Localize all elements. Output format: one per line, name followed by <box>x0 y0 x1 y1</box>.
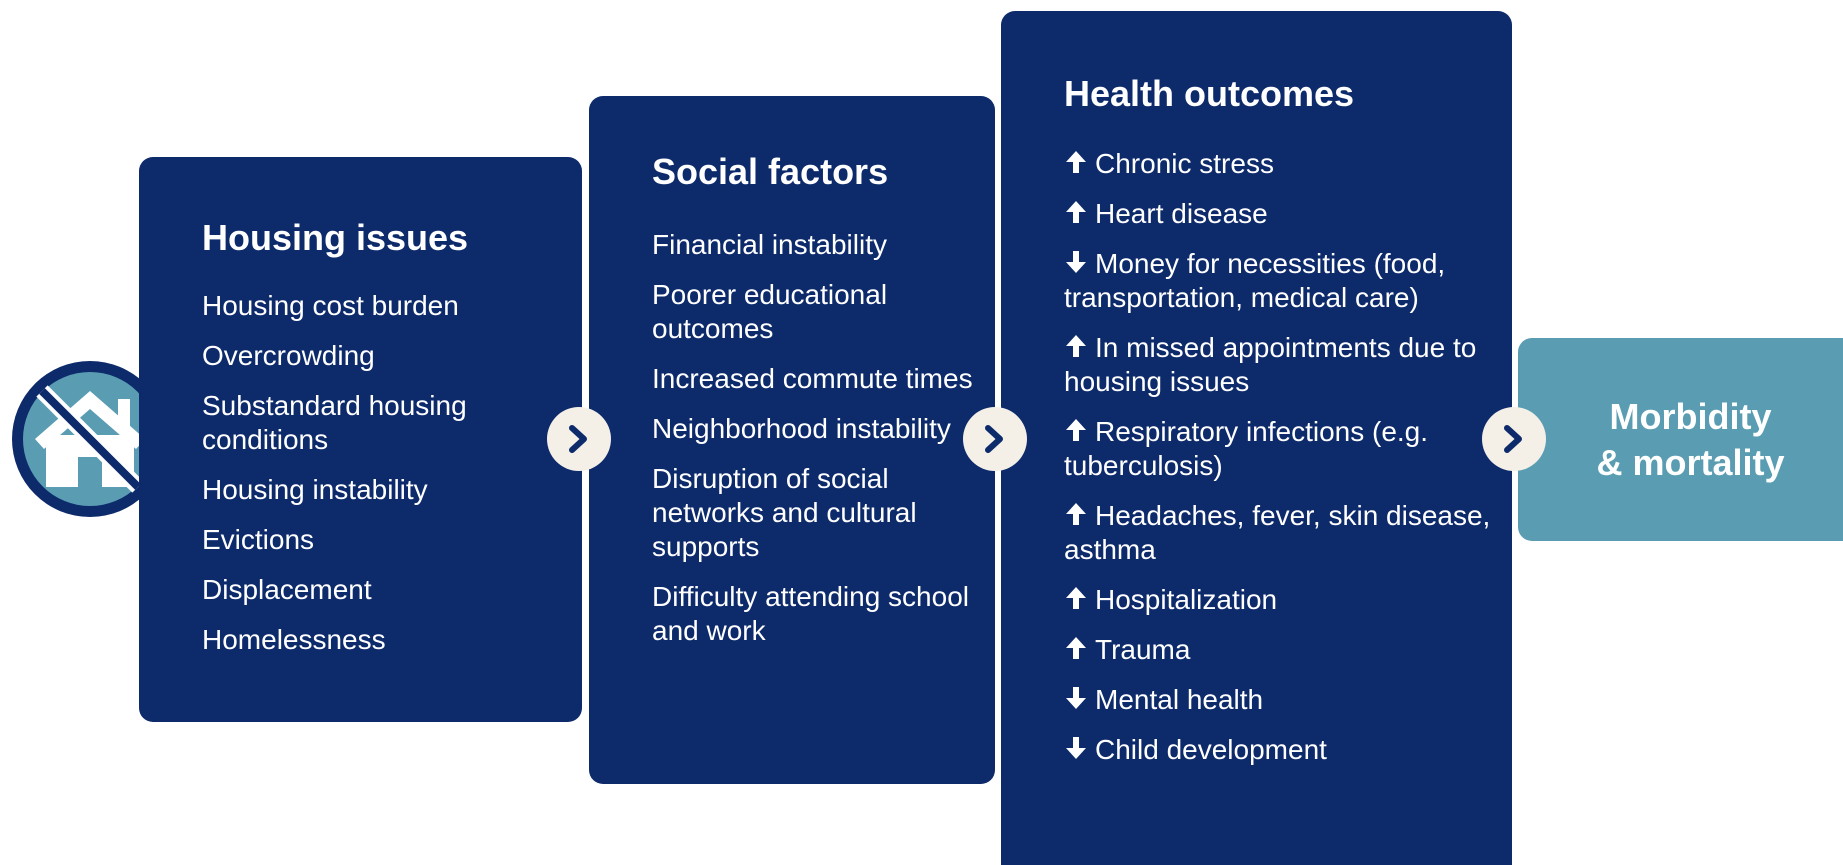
health-outcome-text: Trauma <box>1095 634 1191 665</box>
health-outcome-item: In missed appointments due to housing is… <box>1064 331 1512 399</box>
arrow-down-icon <box>1064 735 1090 761</box>
morbidity-mortality-box: Morbidity & mortality <box>1518 338 1843 541</box>
health-outcome-text: Money for necessities (food, transportat… <box>1064 248 1446 313</box>
health-outcome-item: Heart disease <box>1064 197 1512 231</box>
social-factor-item: Difficulty attending school and work <box>652 581 969 646</box>
health-outcome-text: Heart disease <box>1095 198 1268 229</box>
social-factor-item: Poorer educational outcomes <box>652 279 888 344</box>
arrow-down-icon <box>1064 685 1090 711</box>
chevron-right-icon <box>1482 407 1546 471</box>
health-outcome-text: Mental health <box>1095 684 1264 715</box>
health-outcome-text: Chronic stress <box>1095 148 1274 179</box>
social-factor-item: Neighborhood instability <box>652 413 951 444</box>
health-outcome-text: Child development <box>1095 734 1327 765</box>
housing-issue-item: Evictions <box>202 524 315 555</box>
no-housing-icon <box>8 357 172 526</box>
health-outcome-text: Headaches, fever, skin disease, asthma <box>1064 500 1491 565</box>
housing-issue-item: Overcrowding <box>202 340 375 371</box>
social-factor-item: Increased commute times <box>652 363 973 394</box>
arrow-up-icon <box>1064 199 1090 225</box>
health-outcome-text: Hospitalization <box>1095 584 1278 615</box>
arrow-up-icon <box>1064 585 1090 611</box>
health-outcome-item: Mental health <box>1064 683 1512 717</box>
arrow-up-icon <box>1064 333 1090 359</box>
health-outcome-item: Respiratory infections (e.g. tuberculosi… <box>1064 415 1512 483</box>
arrow-down-icon <box>1064 249 1090 275</box>
chevron-right-icon <box>963 407 1027 471</box>
health-outcome-item: Trauma <box>1064 633 1512 667</box>
health-outcome-item: Hospitalization <box>1064 583 1512 617</box>
social-factors-title: Social factors <box>652 151 889 192</box>
arrow-up-icon <box>1064 501 1090 527</box>
chevron-right-icon <box>547 407 611 471</box>
housing-issues-title: Housing issues <box>202 217 469 258</box>
arrow-up-icon <box>1064 149 1090 175</box>
social-factor-item: Financial instability <box>652 229 887 260</box>
arrow-up-icon <box>1064 635 1090 661</box>
health-outcome-item: Child development <box>1064 733 1512 767</box>
housing-issue-item: Homelessness <box>202 624 386 655</box>
housing-issue-item: Substandard housing conditions <box>202 390 467 455</box>
arrow-up-icon <box>1064 417 1090 443</box>
health-outcome-item: Money for necessities (food, transportat… <box>1064 247 1512 315</box>
health-outcome-text: In missed appointments due to housing is… <box>1064 332 1477 397</box>
housing-issue-item: Displacement <box>202 574 372 605</box>
housing-issue-item: Housing cost burden <box>202 290 459 321</box>
health-outcome-item: Headaches, fever, skin disease, asthma <box>1064 499 1512 567</box>
health-outcome-item: Chronic stress <box>1064 147 1512 181</box>
health-outcome-text: Respiratory infections (e.g. tuberculosi… <box>1064 416 1429 481</box>
morbidity-mortality-label: Morbidity & mortality <box>1596 395 1785 483</box>
health-outcomes-title: Health outcomes <box>1064 73 1355 114</box>
social-factor-item: Disruption of social networks and cultur… <box>652 463 917 562</box>
housing-issue-item: Housing instability <box>202 474 428 505</box>
